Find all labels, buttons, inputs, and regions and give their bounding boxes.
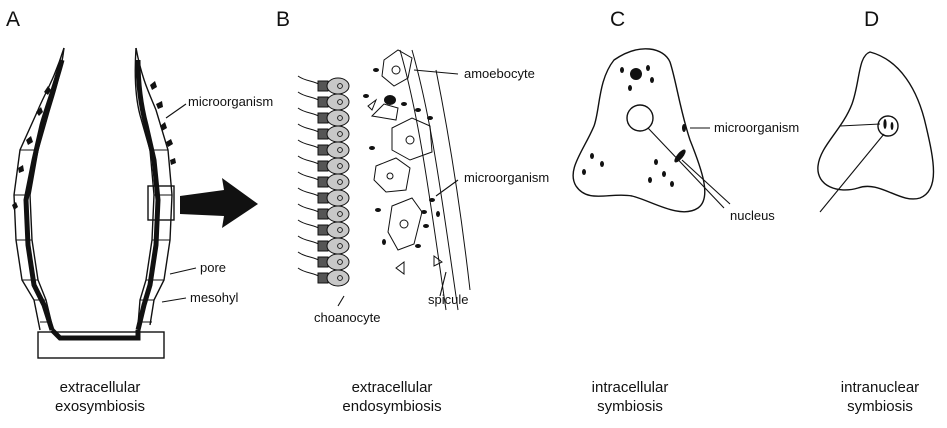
choanocyte-cell bbox=[298, 268, 349, 286]
panel-a-letter: A bbox=[6, 8, 20, 31]
amoebocyte-cells bbox=[372, 50, 432, 250]
caption-c-line2: symbiosis bbox=[597, 398, 663, 415]
cytoplasm-microorganisms bbox=[582, 65, 687, 187]
choanocyte-cell bbox=[298, 220, 349, 238]
label-choanocyte: choanocyte bbox=[314, 310, 381, 325]
caption-a-line2: exosymbiosis bbox=[55, 398, 145, 415]
label-pore: pore bbox=[200, 260, 226, 275]
caption-c-line1: intracellular bbox=[592, 379, 669, 396]
choanocyte-cell bbox=[298, 188, 349, 206]
caption-d-line2: symbiosis bbox=[847, 398, 913, 415]
panel-c-letter: C bbox=[610, 8, 625, 31]
sponge-body-section bbox=[12, 48, 176, 358]
choanocyte-cell bbox=[298, 92, 349, 110]
magnified-region-box bbox=[148, 186, 174, 220]
choanocyte-cell bbox=[298, 156, 349, 174]
nucleus-c bbox=[627, 105, 653, 131]
panel-d-letter: D bbox=[864, 8, 879, 31]
panel-d: D intranuclear symbiosis bbox=[818, 8, 934, 415]
choanocyte-cell bbox=[298, 252, 349, 270]
choanocyte-layer bbox=[298, 76, 349, 286]
choanocyte-cell bbox=[298, 124, 349, 142]
label-microorganism-c: microorganism bbox=[714, 120, 799, 135]
label-microorganism-b: microorganism bbox=[464, 170, 549, 185]
panel-b: B bbox=[276, 8, 549, 415]
intranuclear-microorganisms bbox=[883, 119, 893, 130]
nucleus-d bbox=[878, 116, 898, 136]
cell-outline-d bbox=[818, 52, 934, 199]
caption-b-line2: endosymbiosis bbox=[342, 398, 441, 415]
panel-a: A bbox=[6, 8, 273, 415]
panel-c: C microorganism nucleus intracellular sy… bbox=[573, 8, 799, 415]
label-microorganism-a: microorganism bbox=[188, 94, 273, 109]
choanocyte-cell bbox=[298, 236, 349, 254]
label-mesohyl: mesohyl bbox=[190, 290, 239, 305]
label-amoebocyte: amoebocyte bbox=[464, 66, 535, 81]
panel-b-letter: B bbox=[276, 8, 290, 31]
choanocyte-cell bbox=[298, 140, 349, 158]
caption-d-line1: intranuclear bbox=[841, 379, 919, 396]
caption-a-line1: extracellular bbox=[60, 379, 141, 396]
caption-b-line1: extracellular bbox=[352, 379, 433, 396]
label-spicule: spicule bbox=[428, 292, 468, 307]
choanocyte-cell bbox=[298, 108, 349, 126]
label-nucleus: nucleus bbox=[730, 208, 775, 223]
magnify-arrow-icon bbox=[180, 178, 258, 228]
choanocyte-cell bbox=[298, 204, 349, 222]
choanocyte-cell bbox=[298, 76, 349, 94]
choanocyte-cell bbox=[298, 172, 349, 190]
